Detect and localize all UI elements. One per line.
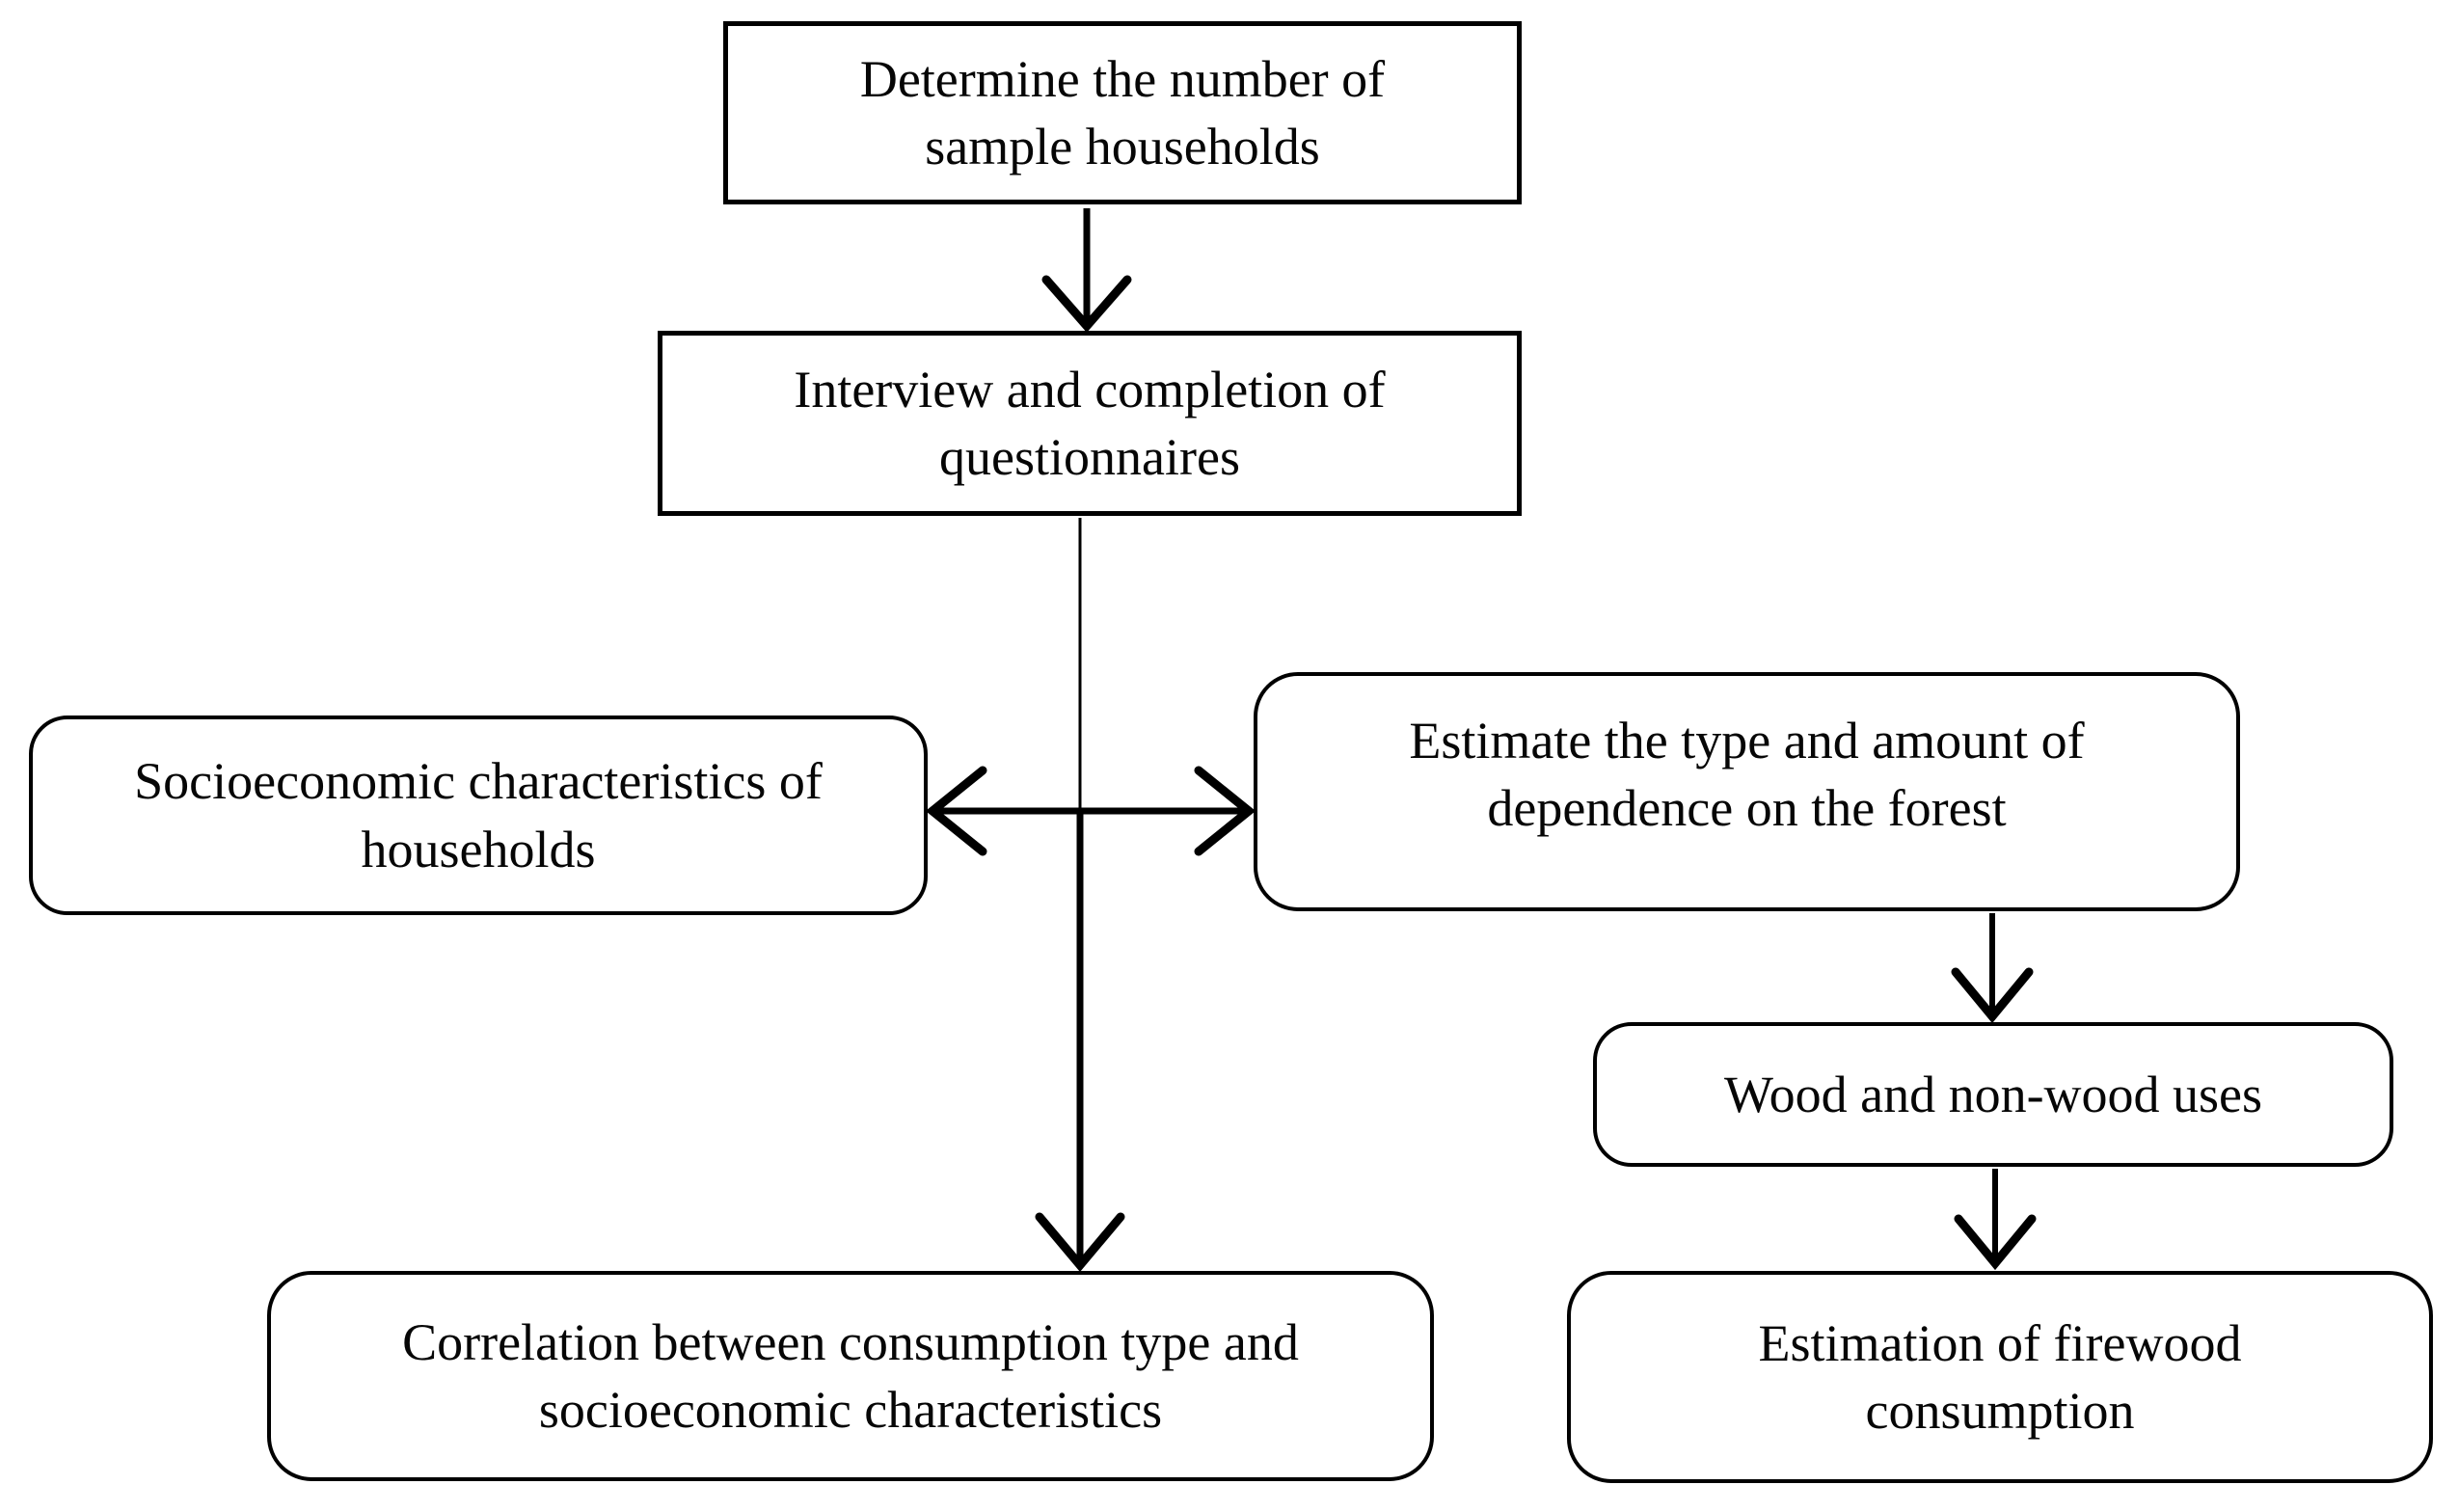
flowchart-box-estimation-firewood-consumption: Estimation of firewood consumption	[1567, 1271, 2433, 1483]
flowchart-box-label: Estimate the type and amount of dependen…	[1409, 711, 2085, 837]
flowchart-box-label: Correlation between consumption type and…	[402, 1312, 1299, 1439]
flowchart-box-determine-sample-households: Determine the number of sample household…	[723, 21, 1522, 204]
flowchart-box-estimate-forest-dependence: Estimate the type and amount of dependen…	[1254, 672, 2240, 911]
edge-interview-to-correlation	[1035, 518, 1125, 1272]
flowchart-box-label: Socioeconomic characteristics of househo…	[134, 752, 823, 878]
edge-socioeconomic-estimate-double-arrow	[925, 766, 1256, 856]
edge-estimate-to-wood-uses	[1951, 913, 2034, 1024]
flowchart-box-label: Estimation of firewood consumption	[1758, 1313, 2242, 1440]
edge-determine-to-interview	[1041, 208, 1132, 333]
flowchart-box-label: Determine the number of sample household…	[859, 49, 1386, 176]
edge-wood-uses-to-firewood	[1954, 1169, 2037, 1271]
flowchart-box-label: Wood and non-wood uses	[1723, 1065, 2263, 1123]
flowchart-box-label: Interview and completion of questionnair…	[794, 360, 1386, 486]
flowchart-box-correlation-consumption-socioeconomic: Correlation between consumption type and…	[267, 1271, 1434, 1481]
flowchart-box-interview-questionnaires: Interview and completion of questionnair…	[658, 331, 1522, 516]
flowchart-box-socioeconomic-characteristics: Socioeconomic characteristics of househo…	[29, 716, 928, 915]
flowchart-box-wood-and-non-wood-uses: Wood and non-wood uses	[1593, 1022, 2393, 1167]
